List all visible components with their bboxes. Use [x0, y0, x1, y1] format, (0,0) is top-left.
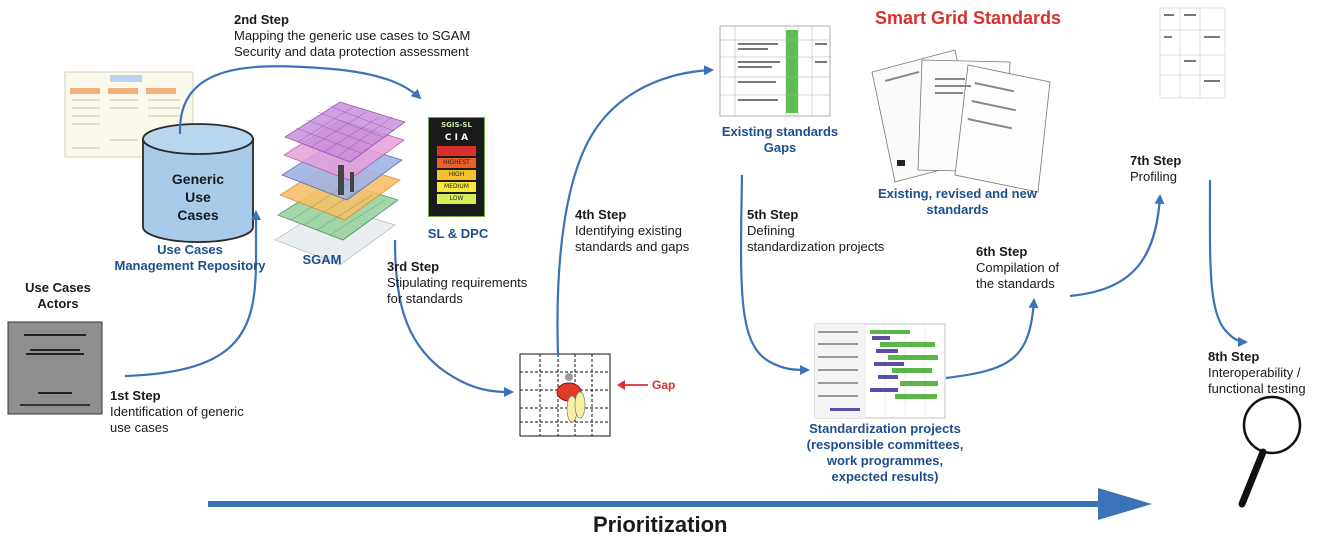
sgis-sl-card: SGIS-SL C I A HIGHEST HIGH MEDIUM LOW: [428, 117, 485, 217]
arrow-step1: [124, 210, 261, 378]
use-cases-actors-label: Use Cases Actors: [25, 280, 91, 311]
existing-standards-label: Existing standards Gaps: [721, 124, 839, 155]
arrow-step8: [1208, 179, 1248, 347]
existing-revised-new-label: Existing, revised and new standards: [878, 186, 1037, 217]
arrow-step3: [393, 239, 514, 397]
step-2: 2nd Step Mapping the generic use cases t…: [234, 12, 471, 59]
flow-arrows: [124, 65, 1248, 397]
generic-use-cases-cylinder: [142, 123, 254, 243]
gap-grid-chart: [519, 353, 648, 437]
arrow-step5: [739, 174, 810, 375]
sgis-cia-label: C I A: [444, 133, 469, 143]
gantt-chart-image: [814, 323, 946, 419]
page-title: Smart Grid Standards: [875, 8, 1062, 28]
sl-dpc-label: SL & DPC: [427, 226, 489, 241]
standards-documents-image: [871, 49, 1051, 193]
arrow-step6: [945, 298, 1039, 380]
step-8: 8th Step Interoperability / functional t…: [1208, 349, 1306, 396]
arrow-step2: [178, 65, 422, 135]
sgis-sl-title: SGIS-SL: [441, 121, 472, 129]
sgis-level-2: HIGH: [437, 170, 476, 180]
sgam-model-image: [274, 101, 406, 266]
step-4: 4th Step Identifying existing standards …: [575, 207, 690, 254]
profiling-document-image: [1159, 7, 1226, 99]
generic-use-cases-label: Generic Use Cases: [171, 171, 225, 223]
step-1: 1st Step Identification of generic use c…: [110, 388, 244, 435]
sgis-level-1: HIGHEST: [437, 158, 476, 168]
sgam-label: SGAM: [302, 252, 342, 267]
report-document-image: [7, 321, 103, 415]
arrow-step4: [556, 65, 714, 356]
magnifier-icon: [1238, 395, 1302, 508]
prioritization-label: Prioritization: [593, 512, 728, 537]
step-7: 7th Step Profiling: [1130, 153, 1182, 184]
arrow-step7: [1069, 194, 1165, 298]
use-case-diagram-image: [64, 71, 194, 158]
sgis-level-4: LOW: [437, 194, 476, 204]
step-5: 5th Step Defining standardization projec…: [747, 207, 885, 254]
sgis-level-3: MEDIUM: [437, 182, 476, 192]
step-3: 3rd Step Stipulating requirements for st…: [387, 259, 528, 306]
prioritization-arrow: [208, 488, 1152, 520]
existing-standards-table-image: [719, 25, 831, 117]
repository-label: Use Cases Management Repository: [114, 242, 266, 273]
gap-label: Gap: [652, 378, 676, 392]
sgis-level-0: [437, 146, 476, 156]
standardization-projects-label: Standardization projects (responsible co…: [806, 421, 964, 484]
step-6: 6th Step Compilation of the standards: [976, 244, 1060, 291]
